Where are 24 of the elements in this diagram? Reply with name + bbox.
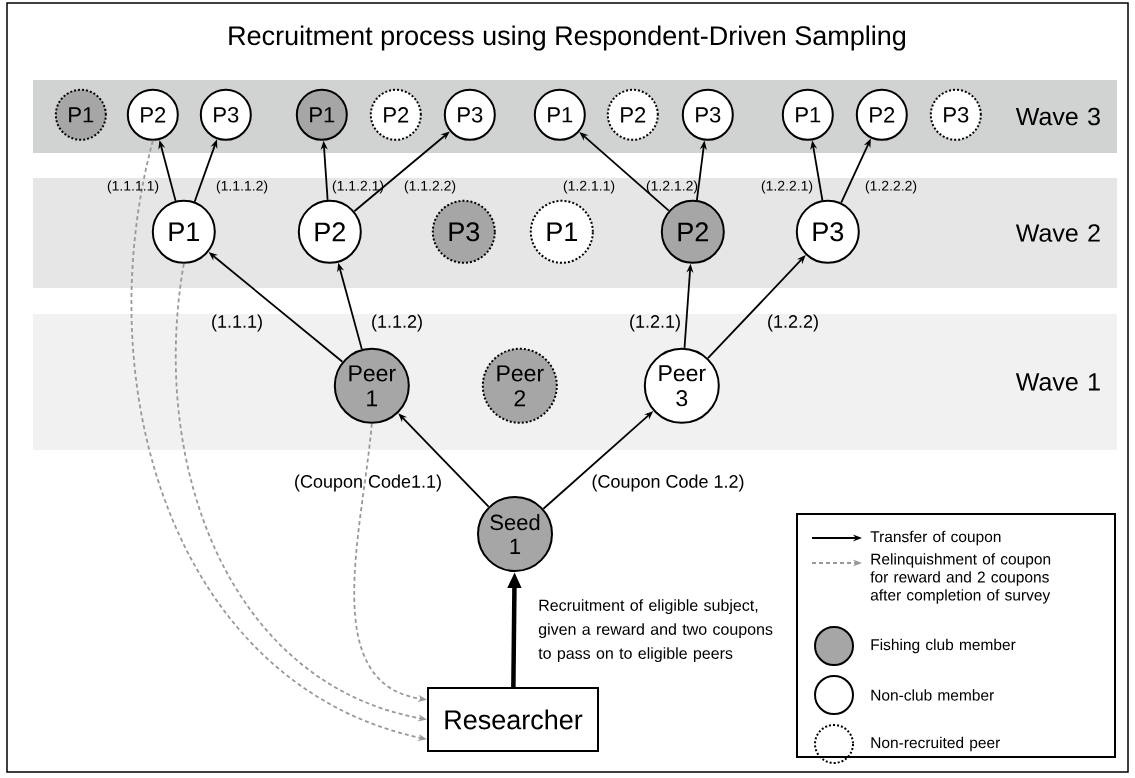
edge-label: (1.2.1.2) [646,180,698,194]
edge-label: (1.2.1) [630,314,680,332]
legend-label: Relinquishment of coupon for reward and 2 coupons after completion of survey [870,553,1051,604]
edge-label: (Coupon Code1.1) [295,474,441,492]
edge-label: (Coupon Code 1.2) [592,474,744,492]
edge-label: Recruitment of eligible subject, given a reward and two coupons to pass on to eligible peers [538,599,773,663]
legend-label: Transfer of coupon [870,530,1001,546]
edge-label: (1.1.2.1) [332,180,384,194]
arrow [707,255,806,360]
researcher-box: Researcher [427,687,599,752]
edge-label: (1.2.2) [768,314,818,332]
title: Recruitment process using Respondent-Driven Sampling [229,25,906,51]
edge-label: (1.1.1.1) [107,180,159,194]
edge-label: (1.1.1) [212,314,262,332]
edge-label: (1.2.2.2) [865,180,917,194]
edge-label: (1.1.1.2) [216,180,268,194]
edge-label: (1.2.1.1) [563,180,615,194]
legend-label: Non-club member [871,689,994,701]
legend-label: Non-recruited peer [871,736,1000,752]
edge-label: (1.1.2.2) [404,180,456,194]
edge-label: (1.1.2) [372,314,422,332]
arrow [398,413,490,508]
edge-label: (1.2.2.1) [761,180,813,194]
legend-label: Fishing club member [871,638,1016,654]
